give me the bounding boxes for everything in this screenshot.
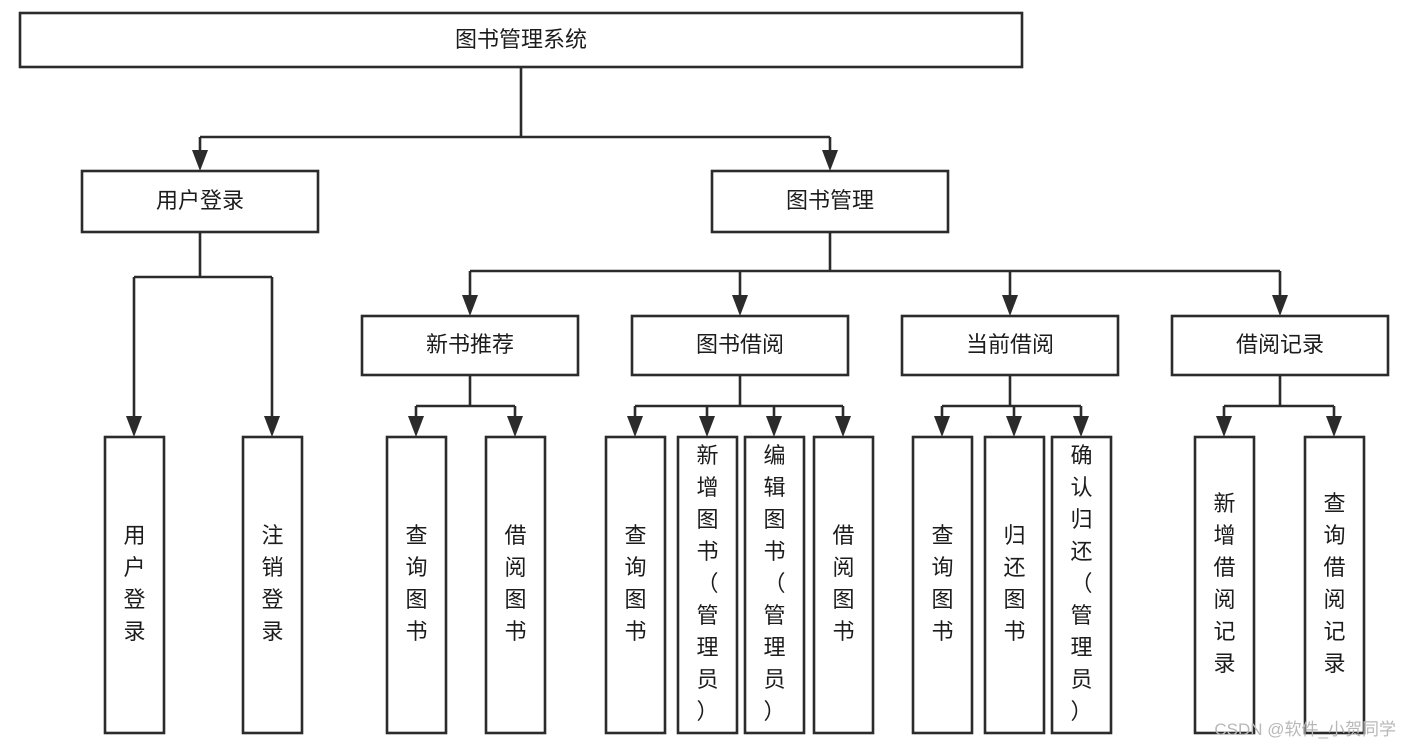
- node-leaf-borrow-book-label: 借阅图书: [832, 523, 854, 644]
- node-leaf-return-book-box[interactable]: [983, 435, 1046, 735]
- node-borrow-records[interactable]: 借阅记录: [1170, 314, 1390, 377]
- node-leaf-query-book-borrow-box[interactable]: [604, 435, 667, 735]
- node-current-borrow[interactable]: 当前借阅: [900, 314, 1120, 377]
- arrowhead-leaf-confirm-return-admin: [1073, 416, 1089, 437]
- node-book-management-box[interactable]: [710, 169, 950, 234]
- node-user-login-box[interactable]: [80, 169, 320, 234]
- node-root[interactable]: 图书管理系统: [18, 11, 1024, 69]
- node-root-label: 图书管理系统: [455, 27, 587, 52]
- node-leaf-user-login-box[interactable]: [103, 435, 166, 735]
- node-book-borrow-box[interactable]: [630, 314, 850, 377]
- node-leaf-confirm-return-admin-label: 确认归还（管理员）: [1070, 443, 1092, 724]
- arrowhead-leaf-edit-book-admin: [766, 416, 782, 437]
- arrowhead-leaf-query-book-current: [934, 416, 950, 437]
- node-leaf-query-book-borrow[interactable]: 查询图书: [604, 435, 667, 735]
- node-leaf-logout[interactable]: 注销登录: [241, 435, 304, 735]
- arrowhead-leaf-user-login: [126, 416, 142, 437]
- arrowhead-book-borrow: [732, 295, 748, 316]
- arrowhead-leaf-query-book-recommend: [408, 416, 424, 437]
- arrowhead-user-login: [192, 150, 208, 171]
- node-leaf-query-book-borrow-label: 查询图书: [624, 523, 646, 644]
- arrowhead-book-management: [822, 150, 838, 171]
- node-leaf-borrow-book-recommend-label: 借阅图书: [504, 523, 526, 644]
- arrowhead-leaf-add-borrow-record: [1216, 416, 1232, 437]
- node-leaf-add-book-admin-label: 新增图书（管理员）: [696, 443, 718, 724]
- csdn-watermark: CSDN @软件_小贺同学: [1214, 720, 1396, 739]
- node-leaf-query-borrow-record-box[interactable]: [1303, 435, 1366, 735]
- arrowhead-leaf-add-book-admin: [699, 416, 715, 437]
- arrowhead-leaf-logout: [264, 416, 280, 437]
- node-book-management-label: 图书管理: [786, 188, 874, 213]
- node-leaf-query-book-recommend[interactable]: 查询图书: [385, 435, 448, 735]
- arrowhead-current-borrow: [1002, 295, 1018, 316]
- node-current-borrow-box[interactable]: [900, 314, 1120, 377]
- node-user-login[interactable]: 用户登录: [80, 169, 320, 234]
- node-leaf-logout-label: 注销登录: [261, 523, 283, 644]
- node-leaf-borrow-book[interactable]: 借阅图书: [812, 435, 875, 735]
- node-leaf-query-borrow-record-label: 查询借阅记录: [1323, 491, 1345, 676]
- node-leaf-confirm-return-admin[interactable]: 确认归还（管理员）: [1050, 435, 1113, 735]
- node-leaf-return-book-label: 归还图书: [1003, 523, 1025, 644]
- node-leaf-add-book-admin-box[interactable]: [676, 435, 739, 735]
- node-new-book-recommend-label: 新书推荐: [426, 332, 514, 357]
- node-leaf-borrow-book-recommend-box[interactable]: [484, 435, 547, 735]
- node-leaf-user-login[interactable]: 用户登录: [103, 435, 166, 735]
- node-leaf-edit-book-admin-box[interactable]: [743, 435, 806, 735]
- node-leaf-confirm-return-admin-box[interactable]: [1050, 435, 1113, 735]
- node-leaf-add-borrow-record-box[interactable]: [1193, 435, 1256, 735]
- arrowhead-leaf-query-borrow-record: [1326, 416, 1342, 437]
- node-book-management[interactable]: 图书管理: [710, 169, 950, 234]
- node-leaf-query-book-recommend-label: 查询图书: [405, 523, 427, 644]
- leaf-node-layer: 用户登录 注销登录 查询图书 借阅图书 查询图书 新增图书（管理员） 编辑图书（管理员） 借阅…: [103, 435, 1366, 735]
- node-leaf-query-book-current[interactable]: 查询图书: [911, 435, 974, 735]
- node-new-book-recommend[interactable]: 新书推荐: [360, 314, 580, 377]
- node-root-box[interactable]: [18, 11, 1024, 69]
- arrowhead-leaf-borrow-book: [835, 416, 851, 437]
- node-new-book-recommend-box[interactable]: [360, 314, 580, 377]
- arrowhead-leaf-borrow-book-recommend: [507, 416, 523, 437]
- node-borrow-records-label: 借阅记录: [1236, 332, 1324, 357]
- node-leaf-return-book[interactable]: 归还图书: [983, 435, 1046, 735]
- arrowhead-borrow-records: [1272, 295, 1288, 316]
- node-book-borrow-label: 图书借阅: [696, 332, 784, 357]
- arrowhead-leaf-return-book: [1006, 416, 1022, 437]
- node-leaf-query-borrow-record[interactable]: 查询借阅记录: [1303, 435, 1366, 735]
- node-leaf-query-book-current-label: 查询图书: [931, 523, 953, 644]
- node-leaf-borrow-book-recommend[interactable]: 借阅图书: [484, 435, 547, 735]
- node-leaf-add-book-admin[interactable]: 新增图书（管理员）: [676, 435, 739, 735]
- connector-layer: [126, 67, 1342, 437]
- node-leaf-edit-book-admin[interactable]: 编辑图书（管理员）: [743, 435, 806, 735]
- node-user-login-label: 用户登录: [156, 188, 244, 213]
- node-leaf-borrow-book-box[interactable]: [812, 435, 875, 735]
- arrowhead-new-book-recommend: [462, 295, 478, 316]
- node-current-borrow-label: 当前借阅: [966, 332, 1054, 357]
- node-borrow-records-label-box[interactable]: [1170, 314, 1390, 377]
- node-leaf-edit-book-admin-label: 编辑图书（管理员）: [763, 443, 785, 724]
- node-leaf-query-book-recommend-box[interactable]: [385, 435, 448, 735]
- node-leaf-user-login-label: 用户登录: [123, 523, 145, 644]
- node-leaf-add-borrow-record-label: 新增借阅记录: [1213, 491, 1235, 676]
- node-leaf-add-borrow-record[interactable]: 新增借阅记录: [1193, 435, 1256, 735]
- node-book-borrow[interactable]: 图书借阅: [630, 314, 850, 377]
- node-leaf-logout-box[interactable]: [241, 435, 304, 735]
- arrowhead-leaf-query-book-borrow: [627, 416, 643, 437]
- node-leaf-query-book-current-box[interactable]: [911, 435, 974, 735]
